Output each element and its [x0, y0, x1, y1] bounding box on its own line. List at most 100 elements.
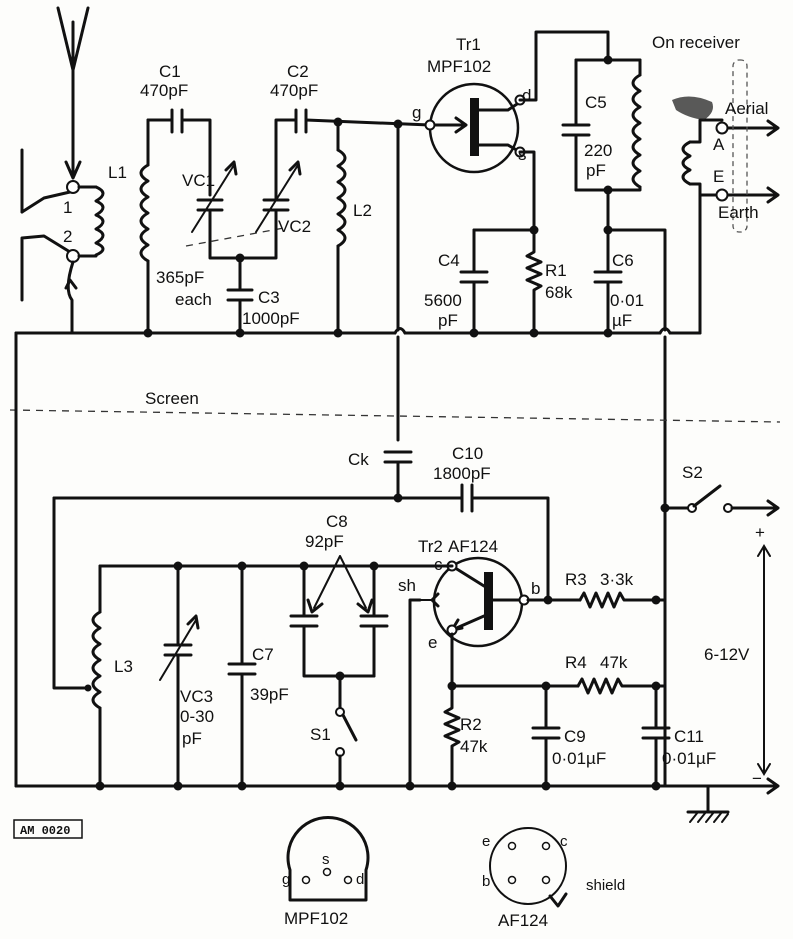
- c6-value-1: 0·01: [610, 291, 644, 310]
- variable-capacitor-vc3: [159, 564, 200, 788]
- c8-value: 92pF: [305, 532, 344, 551]
- vc2-label: VC2: [278, 217, 311, 236]
- capacitor-c9: [531, 684, 561, 788]
- vc3-value-2: pF: [182, 729, 202, 748]
- capacitor-c6: [593, 228, 623, 335]
- input-terminal-1: [66, 180, 80, 194]
- af124-pinout: [489, 827, 568, 908]
- vc3-label: VC3: [180, 687, 213, 706]
- capacitor-c11: [641, 684, 671, 788]
- c2-label: C2: [287, 62, 309, 81]
- supply-label: 6-12V: [704, 645, 750, 664]
- af-pin-shield: shield: [586, 877, 625, 894]
- minus-label: −: [752, 769, 762, 788]
- input-label-2: 2: [63, 227, 72, 246]
- resistor-r4: [576, 677, 667, 695]
- capacitor-c8: [289, 555, 389, 678]
- c3-value: 1000pF: [242, 309, 300, 328]
- tr1-pin-g: g: [412, 103, 421, 122]
- capacitor-c2: [294, 108, 432, 134]
- resistor-r2: [443, 684, 461, 788]
- tr1-type: MPF102: [427, 57, 491, 76]
- af-pin-b: b: [482, 873, 490, 890]
- antenna-symbol: [56, 6, 90, 180]
- c1-label: C1: [159, 62, 181, 81]
- c6-value-2: µF: [612, 311, 632, 330]
- variable-capacitor-vc1: [191, 160, 242, 260]
- tr2-type: AF124: [448, 537, 498, 556]
- transistor-tr1: [424, 82, 526, 174]
- c4-value-1: 5600: [424, 291, 462, 310]
- capacitor-ck: [383, 450, 413, 500]
- on-receiver-label: On receiver: [652, 33, 740, 52]
- c7-value: 39pF: [250, 685, 289, 704]
- ck-label: Ck: [348, 450, 369, 469]
- transistor-tr2: [419, 556, 530, 648]
- screen-label: Screen: [145, 389, 199, 408]
- switch-s1: [335, 674, 358, 788]
- vc-note-2: each: [175, 290, 212, 309]
- input-socket: [20, 148, 105, 335]
- l2-label: L2: [353, 201, 372, 220]
- s2-label: S2: [682, 463, 703, 482]
- c4-value-2: pF: [438, 311, 458, 330]
- mpf-pin-d: d: [356, 871, 364, 888]
- tr2-label: Tr2: [418, 537, 443, 556]
- output-coupling: [672, 59, 780, 335]
- coupling-coil: [94, 185, 105, 257]
- input-terminal-2: [66, 249, 80, 263]
- resistor-r3: [578, 591, 667, 609]
- tr2-pin-b: b: [531, 579, 540, 598]
- figure-code: AM 0020: [13, 819, 83, 839]
- c9-value: 0·01µF: [552, 749, 606, 768]
- r1-value: 68k: [545, 283, 573, 302]
- mpf-pin-s: s: [322, 851, 330, 868]
- terminal-a-label: A: [713, 135, 725, 154]
- r4-label: R4: [565, 653, 587, 672]
- terminal-e-label: E: [713, 167, 724, 186]
- input-label-1: 1: [63, 198, 72, 217]
- vc3-value-1: 0-30: [180, 707, 214, 726]
- tr1-pin-s: s: [518, 145, 527, 164]
- bottom-ground-rail: [14, 777, 780, 795]
- tr2-pin-sh: sh: [398, 576, 416, 595]
- screen-line: [9, 409, 781, 423]
- aerial-label: Aerial: [725, 99, 768, 118]
- capacitor-c10: [460, 483, 550, 602]
- inductor-l1: [139, 118, 150, 335]
- tr1-label: Tr1: [456, 35, 481, 54]
- af-package-label: AF124: [498, 911, 548, 930]
- vc1-label: VC1: [182, 171, 215, 190]
- l3-label: L3: [114, 657, 133, 676]
- c1-value: 470pF: [140, 81, 188, 100]
- r3-label: R3: [565, 570, 587, 589]
- r2-value: 47k: [460, 737, 488, 756]
- plus-label: +: [755, 523, 765, 542]
- resistor-r1: [525, 228, 543, 335]
- svg-text:AM 0020: AM 0020: [20, 824, 70, 838]
- tr2-pin-e: e: [428, 633, 437, 652]
- c6-label: C6: [612, 251, 634, 270]
- c3-label: C3: [258, 288, 280, 307]
- c10-label: C10: [452, 444, 483, 463]
- r1-label: R1: [545, 261, 567, 280]
- switch-s2: [687, 484, 780, 517]
- c5-label: C5: [585, 93, 607, 112]
- mpf-package-label: MPF102: [284, 909, 348, 928]
- inductor-l3: [84, 564, 102, 788]
- c2-value: 470pF: [270, 81, 318, 100]
- earth-symbol: [686, 784, 730, 823]
- c11-value: 0·01µF: [662, 749, 716, 768]
- s1-label: S1: [310, 725, 331, 744]
- capacitor-c1: [146, 108, 212, 197]
- l1-label: L1: [108, 163, 127, 182]
- c9-label: C9: [564, 727, 586, 746]
- c5-value-2: pF: [586, 161, 606, 180]
- c5-value-1: 220: [584, 141, 612, 160]
- capacitor-c7: [227, 564, 257, 788]
- r2-label: R2: [460, 715, 482, 734]
- c10-value: 1800pF: [433, 464, 491, 483]
- r3-value: 3·3k: [600, 570, 634, 589]
- mpf-pin-g: g: [282, 871, 290, 888]
